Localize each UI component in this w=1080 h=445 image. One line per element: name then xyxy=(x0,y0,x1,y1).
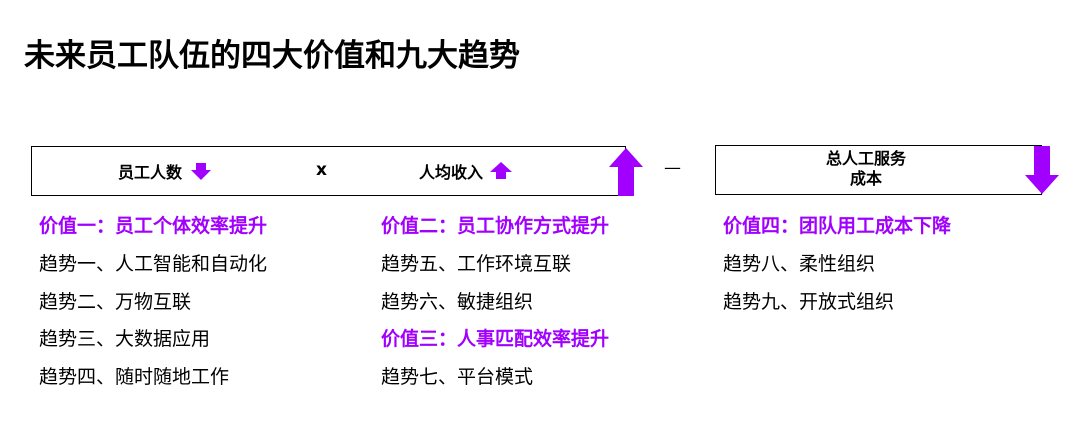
page-title: 未来员工队伍的四大价值和九大趋势 xyxy=(24,38,520,74)
value-2-heading: 价值二：员工协作方式提升 xyxy=(381,215,610,237)
formula-right-box xyxy=(715,145,1042,195)
term-employee-count: 员工人数 xyxy=(118,159,212,183)
arrow-down-icon xyxy=(191,163,212,180)
formula-left-box xyxy=(31,146,626,196)
big-arrow-down-icon xyxy=(1025,146,1059,194)
term-per-capita-income: 人均收入 xyxy=(419,159,513,183)
trend-5: 趋势五、工作环境互联 xyxy=(381,253,572,275)
value-4-heading: 价值四：团队用工成本下降 xyxy=(723,215,952,237)
value-3-heading: 价值三：人事匹配效率提升 xyxy=(381,328,610,350)
term-total-labor-cost-line2: 成本 xyxy=(850,169,883,188)
term-total-labor-cost-line1: 总人工服务 xyxy=(826,149,907,168)
arrow-up-icon xyxy=(490,162,513,179)
big-arrow-up-icon xyxy=(609,148,643,196)
term-per-capita-income-label: 人均收入 xyxy=(419,163,484,182)
minus-operator: — xyxy=(664,158,681,178)
trend-2: 趋势二、万物互联 xyxy=(39,291,192,313)
times-operator: x xyxy=(316,160,327,180)
trend-4: 趋势四、随时随地工作 xyxy=(39,366,230,388)
trend-7: 趋势七、平台模式 xyxy=(381,366,534,388)
trend-8: 趋势八、柔性组织 xyxy=(723,253,876,275)
value-1-heading: 价值一：员工个体效率提升 xyxy=(39,215,268,237)
trend-3: 趋势三、大数据应用 xyxy=(39,328,211,350)
term-employee-count-label: 员工人数 xyxy=(118,163,183,182)
trend-1: 趋势一、人工智能和自动化 xyxy=(39,253,268,275)
term-total-labor-cost: 总人工服务 成本 xyxy=(826,149,906,189)
trend-9: 趋势九、开放式组织 xyxy=(723,291,895,313)
trend-6: 趋势六、敏捷组织 xyxy=(381,291,534,313)
